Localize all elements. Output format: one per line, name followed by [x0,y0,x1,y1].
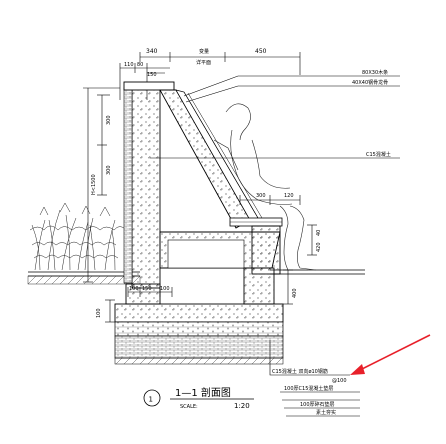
dim-top-450: 450 [255,48,267,55]
soil-strip-left [27,275,141,285]
dim-mid-300: 300 [256,193,266,199]
foundation [114,303,284,365]
label-rebar-spacing: @100 [332,378,347,384]
dim-left-300b: 300 [106,165,112,175]
dim-left-base: 100 [96,308,102,318]
dim-top-110: 110 [124,62,134,68]
annotation-arrow [350,334,431,375]
center-label-2: 详平面 [196,59,211,66]
dim-left-300a: 300 [106,115,112,125]
dim-top-150: 150 [147,72,157,78]
dim-mid-120: 120 [284,193,294,199]
dim-mid-100b: 100 [160,286,170,292]
section-number: 1 [149,396,153,404]
label-layer-soil: 素土夯实 [316,409,336,416]
section-title-block: 1 1—1 剖面图 SCALE: 1:20 [143,386,254,410]
label-layer-gravel: 100厚碎石垫层 [300,401,335,408]
seated-figure [213,103,317,271]
label-rebar: C15混凝土 双向ø10钢筋 [272,368,328,375]
dim-left-total: H<1500 [91,174,97,195]
ground-line [28,269,365,277]
center-label-1: 变量 [199,48,209,55]
seat-structure [125,217,283,305]
dim-top-340: 340 [146,48,158,55]
label-layer-concrete: 100厚C15混凝土垫层 [284,385,333,392]
dim-mid-100a: 100 [129,286,139,292]
section-marker-circle [143,389,161,407]
left-dimensions [83,87,120,323]
label-concrete: C15混凝土 [366,151,391,158]
label-wood-strip: 80X30木条 [362,69,388,76]
leader-lines [150,75,400,417]
mid-dimensions [127,195,317,305]
dim-right-40: 40 [316,230,322,236]
label-steel-keel: 40X40钢骨龙骨 [352,79,388,86]
section-title: 1—1 剖面图 [175,386,231,399]
planting-shrubs [29,202,127,271]
dim-mid-150: 150 [142,286,152,292]
dim-mid-400: 400 [292,288,298,298]
backrest-structure [123,81,263,289]
dim-top-80: 80 [137,62,143,68]
scale-value: 1:20 [234,402,250,410]
scale-label: SCALE: [180,404,198,410]
dim-right-420: 420 [316,242,322,252]
